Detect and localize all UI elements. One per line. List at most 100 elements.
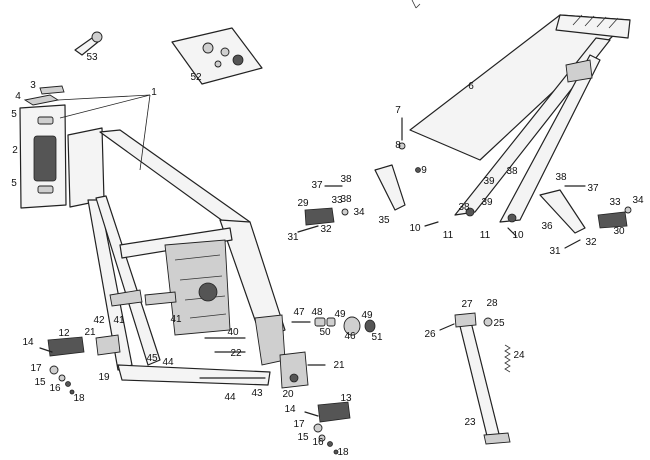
- bracket-20: [279, 351, 309, 389]
- part-label: 32: [320, 224, 332, 235]
- cursor-mark: [411, 0, 421, 9]
- passenger-footrest-right: [539, 185, 632, 249]
- part-label: 34: [353, 207, 365, 218]
- part-label: 15: [34, 377, 46, 388]
- part-label: 52: [190, 72, 202, 83]
- part-label: 50: [319, 327, 331, 338]
- spacer-50: [326, 317, 336, 327]
- part-label: 26: [424, 329, 436, 340]
- part-label: 3: [30, 80, 36, 91]
- part-label: 39: [483, 176, 495, 187]
- part-label: 38: [340, 194, 352, 205]
- part-label: 38: [458, 202, 470, 213]
- spacer-row: [291, 316, 376, 336]
- part-label: 33: [609, 197, 621, 208]
- subframe-bracket: [565, 59, 593, 83]
- stand-mount: [454, 312, 477, 328]
- subframe-bolts: [398, 117, 517, 237]
- plate-rivet-top: [37, 116, 54, 125]
- pivot-plate-ribs: [174, 254, 227, 319]
- part-label: 31: [287, 232, 299, 243]
- spring-17: [49, 365, 59, 375]
- part-label: 24: [513, 350, 525, 361]
- part-label: 44: [162, 357, 174, 368]
- side-stand: [439, 312, 511, 445]
- subframe-grid: [572, 14, 619, 29]
- plate-part-4: [23, 94, 60, 106]
- footpeg-13: [317, 401, 351, 423]
- part-label: 48: [311, 307, 323, 318]
- washer-34b: [624, 206, 632, 214]
- part-label: 18: [337, 447, 349, 458]
- left-footrest: [39, 336, 85, 395]
- footpeg-29: [304, 207, 335, 226]
- part-label: 4: [15, 91, 21, 102]
- bolt-31b: [564, 239, 581, 249]
- kit-item-2: [220, 47, 230, 57]
- leader-1: [139, 94, 151, 171]
- part-label: 41: [113, 315, 125, 326]
- subframe-mount-hole-2: [507, 213, 517, 223]
- part-label: 11: [479, 230, 491, 241]
- cross-member: [119, 227, 233, 259]
- bracket-36: [539, 189, 586, 234]
- part-label: 14: [284, 404, 296, 415]
- part-label: 49: [361, 310, 373, 321]
- part-label: 17: [293, 419, 305, 430]
- parts-kit-52: [171, 27, 263, 85]
- ignition-key-group: [74, 31, 103, 56]
- washer-15: [58, 374, 66, 382]
- part-label: 47: [293, 307, 305, 318]
- pivot-plate: [164, 239, 231, 336]
- part-label: 21: [84, 327, 96, 338]
- kit-item-3: [232, 54, 244, 66]
- part-label: 34: [632, 195, 644, 206]
- part-label: 5: [11, 109, 17, 120]
- right-footrest: [304, 401, 351, 455]
- nut-9: [415, 167, 421, 173]
- part-label: 17: [30, 363, 42, 374]
- clip-18b: [333, 449, 339, 455]
- top-tube: [99, 129, 251, 233]
- part-label: 10: [409, 223, 421, 234]
- bolt-10: [424, 221, 439, 227]
- part-label: 33: [331, 195, 343, 206]
- plate-rivet-bottom: [37, 185, 54, 194]
- footpeg-12: [47, 336, 85, 357]
- bushing-46: [343, 316, 361, 336]
- kit-bag: [171, 27, 263, 85]
- plate-part-3: [39, 85, 65, 95]
- part-label: 30: [613, 226, 625, 237]
- part-label: 53: [86, 52, 98, 63]
- part-label: 5: [11, 178, 17, 189]
- subframe-rear-end: [555, 14, 631, 39]
- part-label: 37: [311, 180, 323, 191]
- frame-plate-group: [19, 85, 151, 209]
- part-label: 36: [541, 221, 553, 232]
- bottom-cradle: [117, 364, 271, 386]
- subframe-mount-hole: [465, 207, 475, 217]
- spring-17b: [313, 423, 323, 433]
- part-label: 16: [49, 383, 61, 394]
- clip-18: [69, 389, 75, 395]
- steering-head: [67, 127, 105, 208]
- bracket-20-hole: [289, 373, 299, 383]
- pin-16b: [327, 441, 333, 447]
- part-label: 25: [493, 318, 505, 329]
- key-head: [91, 31, 103, 43]
- part-label: 27: [461, 299, 473, 310]
- part-label: 46: [344, 331, 356, 342]
- part-label: 2: [12, 145, 18, 156]
- engine-mount-left: [109, 289, 143, 307]
- pin-14: [39, 347, 53, 353]
- part-label: 45: [146, 353, 158, 364]
- part-label: 51: [371, 332, 383, 343]
- part-label: 37: [587, 183, 599, 194]
- plate-label-2: [33, 135, 57, 182]
- stand-foot: [483, 432, 511, 445]
- part-label: 41: [170, 314, 182, 325]
- part-label: 38: [340, 174, 352, 185]
- part-label: 22: [230, 348, 242, 359]
- part-label: 21: [333, 360, 345, 371]
